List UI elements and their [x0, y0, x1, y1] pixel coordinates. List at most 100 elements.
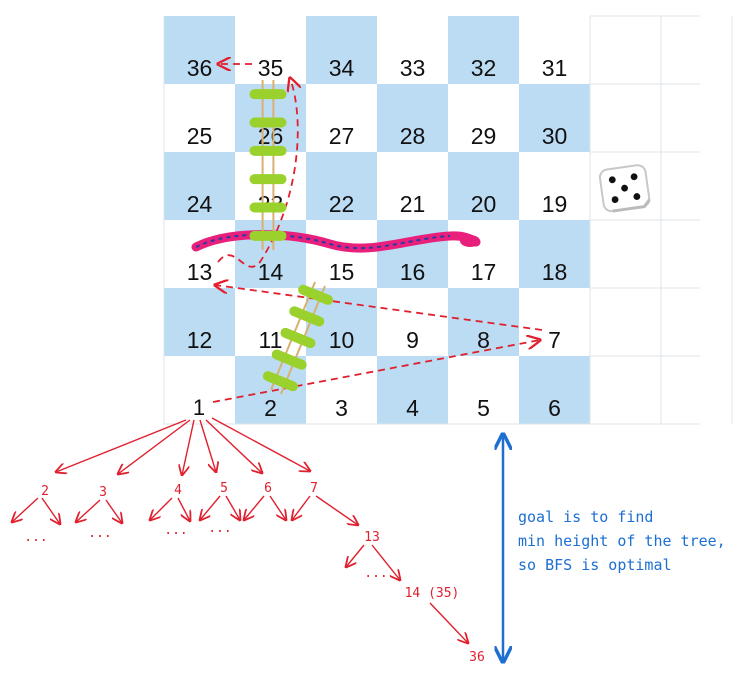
cell-number: 10 — [329, 327, 355, 353]
tree-node: 13 — [364, 530, 380, 545]
board-cell — [164, 220, 235, 288]
jump-arrows — [212, 64, 542, 403]
edge-3-a — [76, 499, 101, 522]
cell-number: 8 — [477, 327, 490, 353]
bfs-tree: 1 2 3 4 5 6 7 ... ... ... ... 13 ... 14 … — [12, 395, 485, 665]
board-cell — [377, 220, 448, 288]
board-cell — [377, 356, 448, 424]
board-cell — [377, 16, 448, 84]
cell-number: 20 — [471, 191, 497, 217]
edge-7-a — [292, 495, 311, 520]
cell-number: 27 — [329, 123, 355, 149]
note-line-3: so BFS is optimal — [518, 556, 672, 574]
board-cell — [448, 16, 519, 84]
cell-number: 35 — [258, 55, 284, 81]
cell-number: 13 — [187, 259, 213, 285]
cell-number: 5 — [477, 395, 490, 421]
game-board: 3635343332312526272829302423222120191314… — [164, 16, 590, 424]
tree-node: 3 — [99, 485, 107, 500]
cell-number: 21 — [400, 191, 426, 217]
edge-1-5 — [199, 419, 216, 472]
cell-number: 17 — [471, 259, 497, 285]
cell-number: 3 — [335, 395, 348, 421]
board-cell — [519, 152, 590, 220]
tree-ellipsis: ... — [164, 523, 187, 538]
board-cell — [519, 356, 590, 424]
cell-number: 24 — [187, 191, 213, 217]
board-cell — [235, 288, 306, 356]
board-cell — [448, 84, 519, 152]
cell-number: 19 — [542, 191, 568, 217]
cell-number: 31 — [542, 55, 568, 81]
board-cell — [164, 84, 235, 152]
tree-ellipsis: ... — [208, 521, 231, 536]
cell-number: 12 — [187, 327, 213, 353]
board-cell — [519, 16, 590, 84]
board-cell — [164, 288, 235, 356]
cell-number: 32 — [471, 55, 497, 81]
cell-number: 29 — [471, 123, 497, 149]
ladder — [249, 80, 287, 250]
cell-number: 28 — [400, 123, 426, 149]
tree-node: 5 — [220, 481, 228, 496]
board-cell — [448, 152, 519, 220]
edge-13-b — [371, 544, 400, 580]
edge-4-a — [150, 497, 173, 520]
cell-number: 18 — [542, 259, 568, 285]
cell-number: 30 — [542, 123, 568, 149]
edge-7-b — [315, 495, 358, 525]
board-cell — [448, 288, 519, 356]
tree-node-goal: 36 — [469, 650, 485, 665]
edge-5-b — [225, 495, 240, 520]
tree-node: 2 — [41, 484, 49, 499]
tree-ellipsis: ... — [88, 526, 111, 541]
cell-number: 9 — [406, 327, 419, 353]
cell-number: 2 — [264, 395, 277, 421]
tree-node: 14 (35) — [405, 586, 460, 601]
cell-number: 25 — [187, 123, 213, 149]
board-cell — [519, 84, 590, 152]
tree-node-root: 1 — [193, 395, 205, 420]
cell-number: 14 — [258, 259, 284, 285]
edge-6-b — [269, 495, 286, 520]
edge-3-b — [105, 499, 122, 523]
board-cell — [519, 220, 590, 288]
board-cell — [306, 356, 377, 424]
edge-4-b — [177, 497, 190, 521]
grid-lines — [163, 15, 733, 425]
edge-1-3 — [118, 419, 191, 474]
board-cell — [377, 84, 448, 152]
board-cell — [164, 356, 235, 424]
cell-number: 6 — [548, 395, 561, 421]
board-cell — [164, 16, 235, 84]
board-cell — [306, 84, 377, 152]
note: goal is to find min height of the tree, … — [518, 508, 726, 574]
edge-1-7 — [211, 417, 310, 471]
board-cell — [448, 220, 519, 288]
cell-number: 34 — [329, 55, 355, 81]
dice-icon — [598, 164, 651, 213]
cell-number: 11 — [259, 327, 283, 353]
tree-ellipsis: ... — [364, 566, 387, 581]
edge-1-6 — [205, 419, 262, 473]
board-cell — [448, 356, 519, 424]
cell-number: 16 — [400, 259, 426, 285]
ladder — [262, 281, 334, 395]
cell-number: 36 — [187, 55, 213, 81]
edge-1-4 — [182, 419, 195, 475]
tree-ellipsis: ... — [24, 530, 47, 545]
tree-node: 7 — [310, 481, 318, 496]
note-line-1: goal is to find — [518, 508, 653, 526]
edge-2-a — [12, 497, 39, 522]
board-cell — [164, 152, 235, 220]
edge-6-a — [244, 495, 265, 520]
board-cell — [306, 16, 377, 84]
tree-node: 4 — [174, 483, 182, 498]
edge-1-2 — [56, 419, 187, 472]
edge-2-b — [41, 497, 60, 524]
board-cell — [377, 152, 448, 220]
board-cell — [306, 152, 377, 220]
cell-number: 15 — [329, 259, 355, 285]
arrow-1-to-7 — [212, 340, 540, 403]
